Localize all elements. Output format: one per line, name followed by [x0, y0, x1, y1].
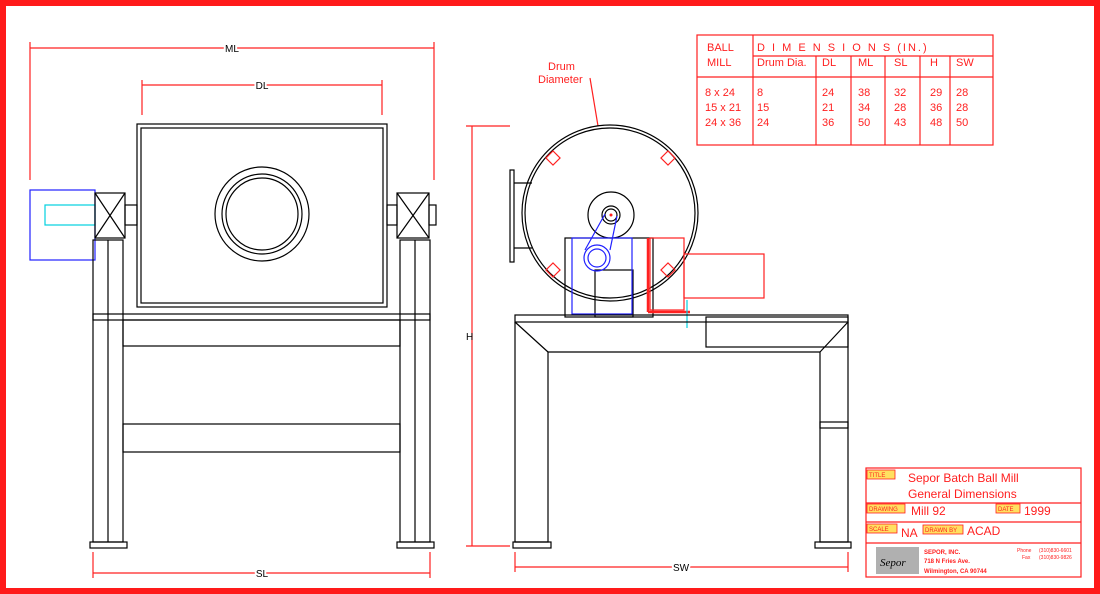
cell-dl: 36 [822, 117, 834, 129]
sl-label: SL [256, 569, 269, 580]
title-line-1: Sepor Batch Ball Mill [908, 471, 1019, 485]
drum-diameter-label-1: Drum [548, 61, 575, 73]
cell-ml: 38 [858, 87, 870, 99]
col-dl: DL [822, 57, 836, 69]
drawn-by-value: ACAD [967, 524, 1001, 538]
mill-size: 24 x 36 [705, 117, 741, 129]
company-name: SEPOR, INC. [924, 550, 961, 556]
header-mill: MILL [707, 57, 731, 69]
col-h: H [930, 57, 938, 69]
header-dimensions: D I M E N S I O N S (IN.) [757, 42, 929, 54]
table-row: 24 x 36 24 36 50 43 48 50 [705, 117, 968, 129]
drive-assembly [564, 213, 765, 328]
front-view: ML DL SL [29, 42, 437, 582]
scale-value: NA [901, 526, 918, 540]
svg-text:Sepor: Sepor [880, 557, 906, 569]
drum-side [136, 123, 388, 308]
sw-dimension [514, 552, 849, 572]
lifter-bolts [545, 150, 676, 278]
sl-dimension [92, 552, 431, 578]
scale-label: SCALE [869, 527, 889, 533]
drawn-by-label: DRAWN BY [925, 528, 957, 534]
bearing-right [386, 192, 437, 239]
drum-port [214, 166, 310, 262]
mill-size: 15 x 21 [705, 102, 741, 114]
phone-label: Phone [1017, 548, 1032, 554]
drawing-label: DRAWING [869, 507, 898, 513]
date-value: 1999 [1024, 504, 1051, 518]
cell-sl: 28 [894, 102, 906, 114]
table-row: 8 x 24 8 24 38 32 29 28 [705, 87, 968, 99]
cell-h: 48 [930, 117, 942, 129]
company-address: 718 N Fries Ave. [924, 559, 970, 565]
header-ball: BALL [707, 42, 734, 54]
h-dimension [466, 125, 510, 547]
cell-sl: 32 [894, 87, 906, 99]
side-view: H Drum Diameter [466, 61, 852, 576]
cell-h: 36 [930, 102, 942, 114]
ml-dimension [29, 42, 435, 180]
gear-reducer [571, 237, 633, 315]
company-city: Wilmington, CA 90744 [924, 569, 987, 575]
cell-drum-dia-: 8 [757, 87, 763, 99]
cell-h: 29 [930, 87, 942, 99]
h-label: H [466, 332, 473, 343]
cell-sw: 28 [956, 102, 968, 114]
front-frame [89, 239, 435, 549]
ml-label: ML [225, 44, 239, 55]
side-frame [512, 314, 852, 549]
motor-side [649, 237, 685, 311]
fax-label: Fax [1022, 555, 1031, 561]
motor-shaft [44, 204, 96, 226]
cell-ml: 34 [858, 102, 870, 114]
fax-value: (310)830-9826 [1039, 555, 1072, 561]
dl-dimension [141, 80, 383, 115]
col-drum-dia: Drum Dia. [757, 57, 807, 69]
col-ml: ML [858, 57, 873, 69]
phone-value: (310)830-6601 [1039, 548, 1072, 554]
table-row: 15 x 21 15 21 34 28 36 28 [705, 102, 968, 114]
feed-plate [509, 169, 515, 263]
cell-dl: 24 [822, 87, 834, 99]
cell-sw: 28 [956, 87, 968, 99]
drawing-value: Mill 92 [911, 504, 946, 518]
drum-diameter-label-2: Diameter [538, 74, 583, 86]
title-line-2: General Dimensions [908, 487, 1017, 501]
date-label: DATE [998, 507, 1014, 513]
bearing-left [94, 192, 138, 239]
cell-sw: 50 [956, 117, 968, 129]
mill-size: 8 x 24 [705, 87, 735, 99]
cell-drum-dia-: 15 [757, 102, 769, 114]
cell-sl: 43 [894, 117, 906, 129]
cell-drum-dia-: 24 [757, 117, 769, 129]
cell-ml: 50 [858, 117, 870, 129]
title-label: TITLE [869, 473, 885, 479]
dimensions-table: BALL MILL D I M E N S I O N S (IN.) Drum… [696, 34, 994, 146]
company-logo [876, 547, 919, 574]
cell-dl: 21 [822, 102, 834, 114]
col-sl: SL [894, 57, 907, 69]
dl-label: DL [256, 81, 269, 92]
sw-label: SW [673, 563, 690, 574]
drum-end [521, 124, 699, 302]
col-sw: SW [956, 57, 974, 69]
title-block: TITLE Sepor Batch Ball Mill General Dime… [865, 467, 1082, 578]
